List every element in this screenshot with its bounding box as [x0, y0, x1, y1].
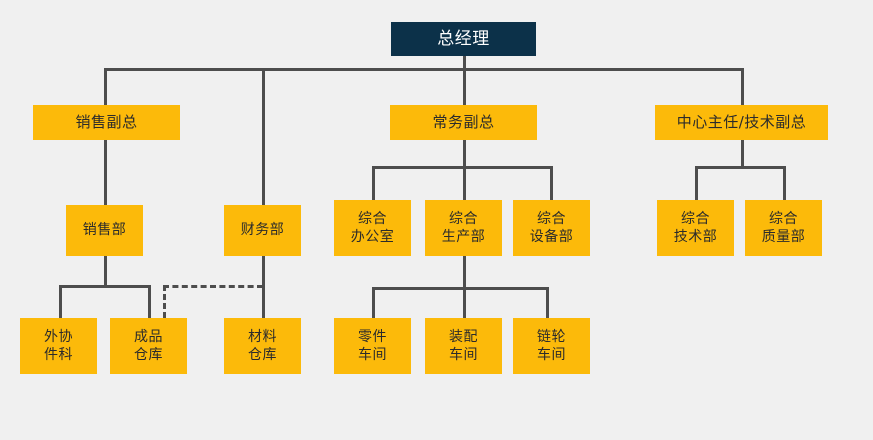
node-material-warehouse[interactable]: 材料 仓库: [224, 318, 301, 374]
node-label-line2: 车间: [537, 347, 566, 363]
connector-drop-sprocket-workshop: [546, 287, 549, 318]
node-label-line2: 设备部: [529, 229, 574, 245]
node-label-line1: 成品: [134, 328, 163, 345]
node-label: 销售部: [82, 222, 127, 239]
node-general-technology-department[interactable]: 综合 技术部: [657, 200, 734, 256]
connector-production-bus: [372, 287, 548, 290]
connector-center-bus: [695, 166, 786, 169]
node-label: 销售副总: [75, 112, 138, 131]
node-general-equipment-department[interactable]: 综合 设备部: [513, 200, 590, 256]
connector-execvp-drop: [463, 140, 466, 167]
node-executive-vp[interactable]: 常务副总: [390, 105, 537, 140]
node-label-line1: 综合: [681, 210, 710, 227]
connector-drop-parts-workshop: [372, 287, 375, 318]
connector-drop-finished-warehouse: [148, 285, 151, 318]
node-label-line1: 外协: [44, 328, 73, 345]
connector-root-drop: [463, 55, 466, 70]
connector-drop-sales-vp: [104, 68, 107, 105]
node-label: 总经理: [437, 28, 490, 49]
node-parts-workshop[interactable]: 零件 车间: [334, 318, 411, 374]
node-label: 中心主任/技术副总: [676, 112, 807, 131]
node-label-line2: 件科: [44, 347, 73, 363]
connector-level2-bus: [104, 68, 744, 71]
node-outsourcing-parts-section[interactable]: 外协 件科: [20, 318, 97, 374]
connector-production-drop: [463, 256, 466, 288]
node-label-line1: 综合: [769, 210, 798, 227]
connector-drop-outsourcing: [59, 285, 62, 318]
node-label-line1: 综合: [449, 210, 478, 227]
node-sprocket-workshop[interactable]: 链轮 车间: [513, 318, 590, 374]
node-label-line2: 办公室: [350, 229, 395, 245]
connector-drop-finance-dept: [262, 68, 265, 205]
node-general-quality-department[interactable]: 综合 质量部: [745, 200, 822, 256]
node-finished-goods-warehouse[interactable]: 成品 仓库: [110, 318, 187, 374]
connector-drop-general-equipment: [550, 166, 553, 200]
node-label-line1: 综合: [537, 210, 566, 227]
node-general-manager[interactable]: 总经理: [391, 22, 536, 56]
node-label-line1: 综合: [358, 210, 387, 227]
connector-dashed-finished-warehouse: [163, 285, 166, 318]
node-sales-vp[interactable]: 销售副总: [33, 105, 180, 140]
connector-sales-dept-drop: [104, 256, 107, 286]
connector-drop-general-production: [463, 166, 466, 200]
connector-salesvp-to-sales-dept: [104, 140, 107, 205]
node-general-office[interactable]: 综合 办公室: [334, 200, 411, 256]
connector-execvp-bus: [372, 166, 552, 169]
node-label-line2: 技术部: [673, 229, 718, 245]
node-label-line1: 材料: [248, 328, 277, 345]
node-label-line1: 链轮: [537, 328, 566, 345]
node-label-line2: 仓库: [248, 347, 277, 363]
connector-sales-dept-bus: [59, 285, 151, 288]
node-label-line1: 零件: [358, 328, 387, 345]
connector-drop-exec-vp: [463, 68, 466, 105]
node-assembly-workshop[interactable]: 装配 车间: [425, 318, 502, 374]
node-center-director-tech-vp[interactable]: 中心主任/技术副总: [655, 105, 828, 140]
node-label-line2: 车间: [358, 347, 387, 363]
connector-drop-general-quality: [783, 166, 786, 200]
node-finance-department[interactable]: 财务部: [224, 205, 301, 256]
node-label-line2: 仓库: [134, 347, 163, 363]
connector-drop-center-director: [741, 68, 744, 105]
node-label-line2: 生产部: [441, 229, 486, 245]
node-general-production-department[interactable]: 综合 生产部: [425, 200, 502, 256]
connector-drop-assembly-workshop: [463, 287, 466, 318]
connector-drop-general-tech: [695, 166, 698, 200]
connector-center-drop: [741, 140, 744, 167]
node-label: 常务副总: [432, 112, 495, 131]
connector-dashed-link: [163, 285, 263, 288]
node-label-line2: 质量部: [761, 229, 806, 245]
node-sales-department[interactable]: 销售部: [66, 205, 143, 256]
connector-drop-general-office: [372, 166, 375, 200]
node-label: 财务部: [240, 222, 285, 239]
connector-finance-to-material-warehouse: [262, 256, 265, 318]
node-label-line1: 装配: [449, 328, 478, 345]
node-label-line2: 车间: [449, 347, 478, 363]
